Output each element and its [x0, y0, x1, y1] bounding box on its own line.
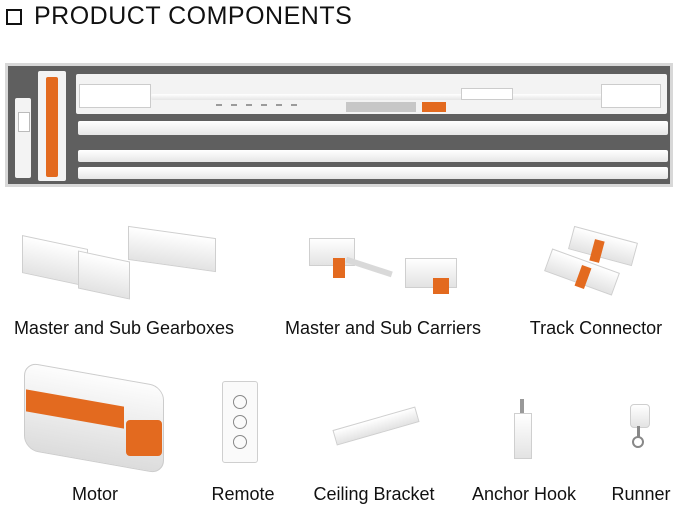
carrier-icon [305, 234, 465, 304]
tray-track-slot [76, 74, 667, 114]
hook-icon [512, 399, 534, 463]
remote-thumb-icon [18, 112, 30, 132]
component-label-motor: Motor [71, 484, 118, 504]
gearbox-thumb-icon [79, 84, 151, 108]
connector-thumb-icon [461, 88, 513, 100]
runner-icon [626, 404, 654, 452]
component-label-bracket: Ceiling Bracket [313, 484, 435, 504]
tray-rail-3 [78, 167, 668, 179]
component-label-gearboxes: Master and Sub Gearboxes [13, 318, 235, 338]
motor-thumb-icon [46, 77, 58, 177]
tray-rail-1 [78, 121, 668, 135]
component-label-remote: Remote [211, 484, 275, 504]
connector-icon [544, 225, 639, 300]
tray-remote-slot [15, 98, 31, 178]
tray-motor-slot [38, 71, 66, 181]
track-rail [151, 94, 661, 100]
component-label-runner: Runner [611, 484, 671, 504]
gearbox-thumb-icon-2 [601, 84, 661, 108]
component-label-hook: Anchor Hook [471, 484, 577, 504]
component-label-connector: Track Connector [529, 318, 663, 338]
square-bullet-icon [6, 8, 22, 25]
bracket-icon [329, 406, 421, 446]
gearbox-icon [18, 225, 218, 300]
component-label-carriers: Master and Sub Carriers [284, 318, 482, 338]
components-tray [5, 63, 673, 187]
page-title-text: PRODUCT COMPONENTS [34, 2, 353, 30]
tray-rail-2 [78, 150, 668, 162]
page-title: PRODUCT COMPONENTS [6, 2, 352, 31]
motor-icon [22, 361, 166, 475]
remote-icon [222, 381, 258, 463]
carrier-thumb-icon [346, 102, 416, 112]
